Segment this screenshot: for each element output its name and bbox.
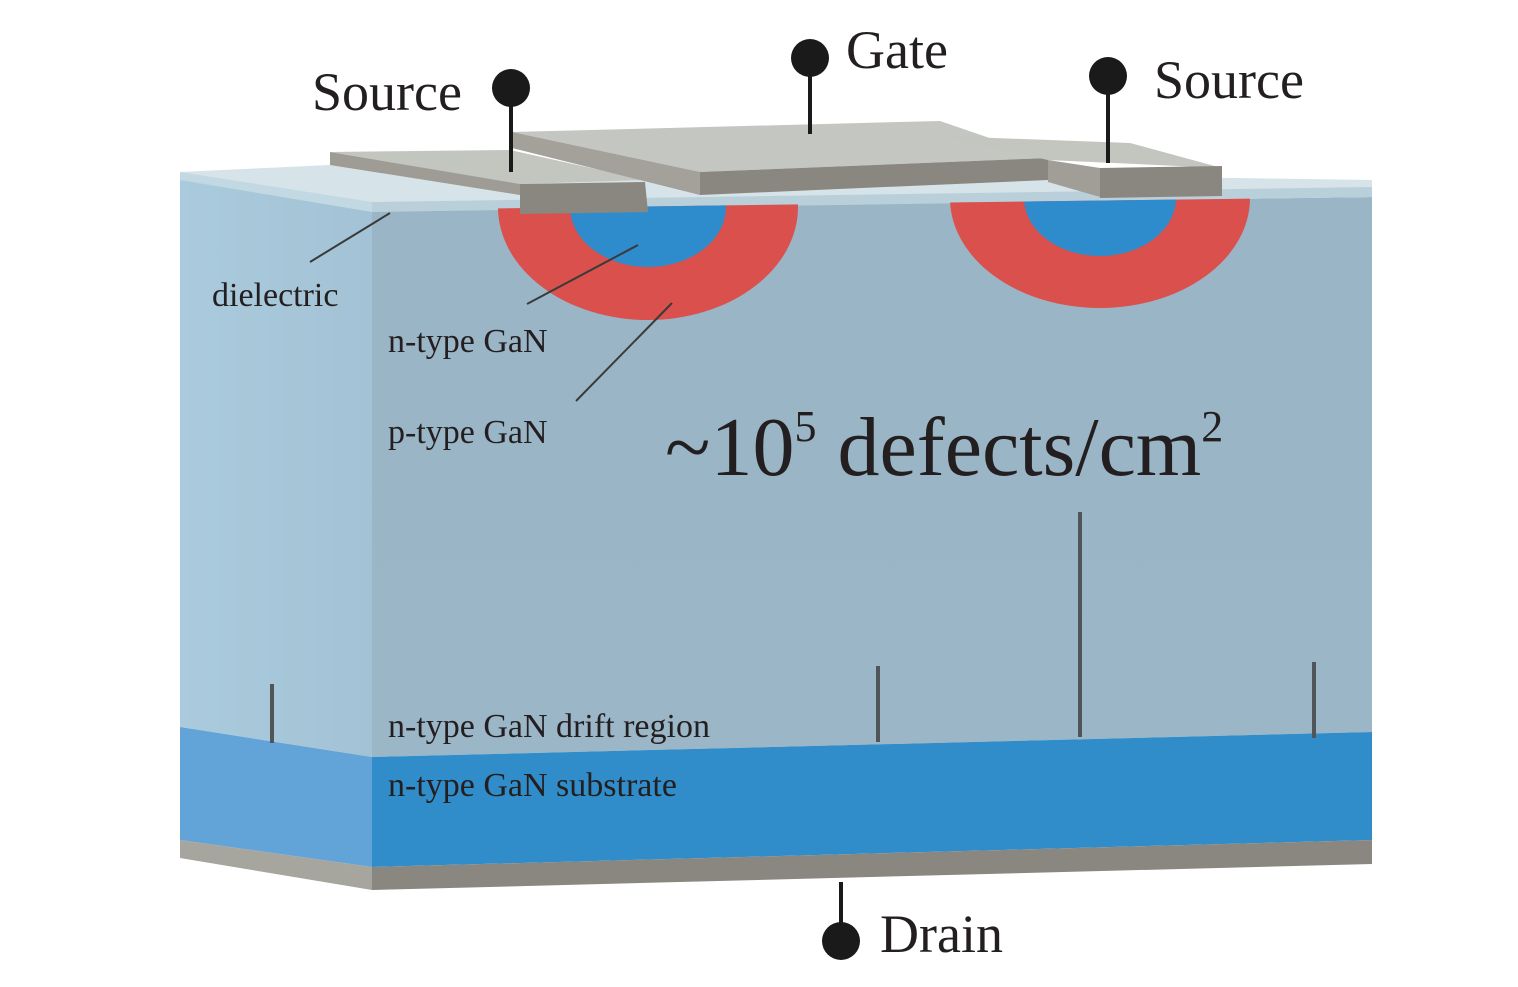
drift-region-front-face <box>372 197 1372 757</box>
source-left-pin <box>492 69 530 107</box>
gate-contact-side <box>512 132 700 195</box>
n-type-leader <box>526 244 639 305</box>
source-right-label: Source <box>1154 50 1304 110</box>
drain-metal-side <box>180 840 372 890</box>
defect-density-label: ~105 defects/cm2 <box>665 401 1223 494</box>
p-type-gan-label: p-type GaN <box>388 414 548 451</box>
gate-contact-top <box>512 121 1048 172</box>
n-type-gan-label: n-type GaN <box>388 323 548 360</box>
dielectric-side-edge <box>180 172 372 212</box>
source-contact-left-top <box>330 150 645 184</box>
defect-density-unit: defects/cm <box>816 401 1201 494</box>
metal-contacts <box>330 121 1222 214</box>
substrate-side-face <box>180 727 372 867</box>
source-contact-left-side <box>330 152 520 195</box>
gate-contact-front <box>700 158 1048 195</box>
defect-lines <box>270 512 1316 743</box>
source-contact-right-side <box>1048 160 1100 197</box>
substrate-front-face <box>372 732 1372 867</box>
dielectric-leader <box>309 212 391 263</box>
drift-region-label: n-type GaN drift region <box>388 708 710 745</box>
terminal-pins <box>492 39 1127 960</box>
source-left-label: Source <box>312 62 462 122</box>
drain-metal-front <box>372 840 1372 890</box>
source-contact-right-front <box>1100 166 1222 198</box>
n-type-gan-region-left <box>570 197 726 267</box>
substrate-label: n-type GaN substrate <box>388 767 677 804</box>
defect-density-exponent: 5 <box>794 402 816 451</box>
source-contact-right-top <box>940 136 1222 168</box>
drift-region-side-face <box>180 172 372 757</box>
defect-density-prefix: ~10 <box>665 401 794 494</box>
device-block <box>180 172 1372 890</box>
drain-pin <box>822 922 860 960</box>
gate-pin <box>791 39 829 77</box>
gate-label: Gate <box>846 20 948 80</box>
p-type-leader <box>575 302 673 402</box>
source-right-pin <box>1089 57 1127 95</box>
drain-label: Drain <box>880 904 1003 964</box>
dielectric-label: dielectric <box>212 277 338 314</box>
source-contact-left-front <box>520 182 648 214</box>
leader-lines <box>309 212 673 402</box>
defect-density-unit-exponent: 2 <box>1201 402 1223 451</box>
